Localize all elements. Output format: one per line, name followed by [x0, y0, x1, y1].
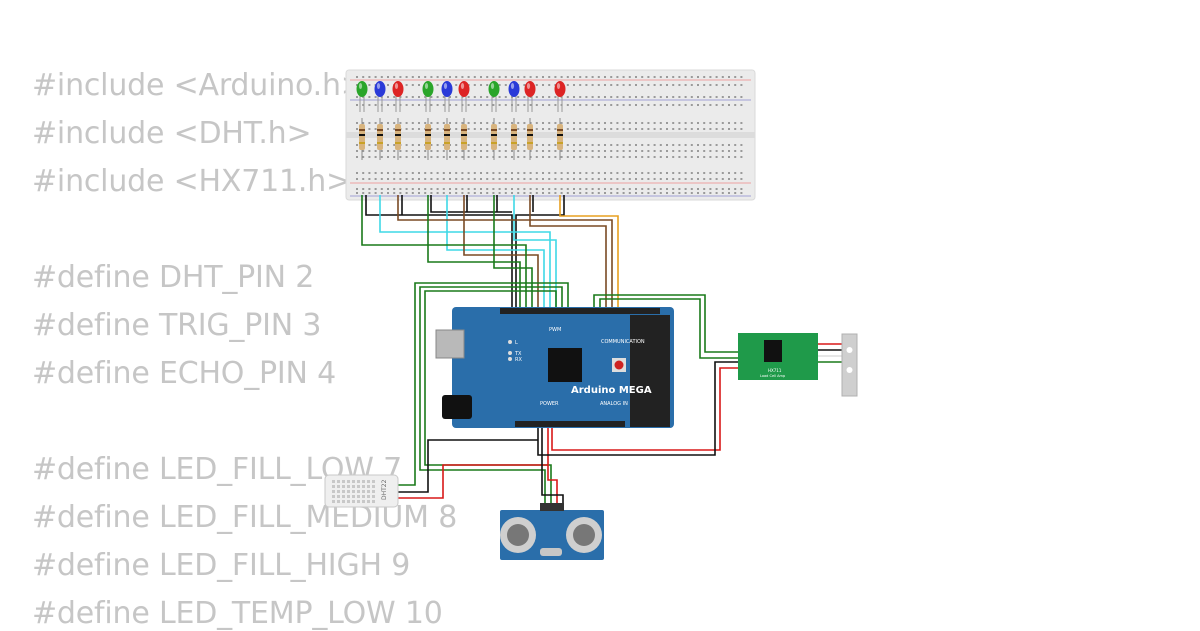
- power-jack-icon: [442, 395, 472, 419]
- dht-label: DHT22: [381, 479, 388, 500]
- hx711-module[interactable]: HX711 Load Cell Amp: [738, 333, 818, 380]
- code-line: #define DHT_PIN 2: [32, 260, 315, 295]
- mcu-chip-icon: [548, 348, 582, 382]
- power-analog-header: [515, 421, 625, 427]
- led-blue: [374, 81, 386, 112]
- hx711-subtitle: Load Cell Amp: [760, 374, 786, 378]
- resistor: [557, 118, 563, 160]
- led-blue: [508, 81, 520, 112]
- code-line: #include <HX711.h>: [32, 164, 351, 199]
- hx711-chip-icon: [764, 340, 782, 362]
- wires: [361, 195, 846, 505]
- resistor: [425, 118, 431, 160]
- led-l-label: L: [515, 340, 518, 346]
- resistor: [377, 118, 383, 160]
- led-green: [488, 81, 500, 112]
- analog-in-label: ANALOG IN: [600, 401, 628, 407]
- resistor: [511, 118, 517, 160]
- code-line: #include <Arduino.h>: [32, 68, 366, 103]
- power-label: POWER: [540, 401, 559, 407]
- resistor-group: [359, 118, 563, 160]
- resistor: [395, 118, 401, 160]
- led-red: [554, 81, 566, 112]
- digital-header: [500, 308, 660, 314]
- led-group: [356, 81, 566, 112]
- resistor: [491, 118, 497, 160]
- resistor: [461, 118, 467, 160]
- breadboard[interactable]: [345, 69, 756, 201]
- led-tx-label: TX: [514, 351, 522, 357]
- code-line: #define TRIG_PIN 3: [32, 308, 322, 343]
- ultrasonic-sensor[interactable]: [500, 503, 604, 560]
- led-red: [392, 81, 404, 112]
- usb-port-icon: [435, 329, 465, 359]
- arduino-mega-board[interactable]: PWM COMMUNICATION POWER ANALOG IN L TX R…: [435, 307, 674, 428]
- led-red: [524, 81, 536, 112]
- code-line: #define ECHO_PIN 4: [32, 356, 337, 391]
- led-green: [422, 81, 434, 112]
- dht22-sensor[interactable]: DHT22: [324, 474, 399, 508]
- board-name: Arduino MEGA: [571, 385, 652, 396]
- resistor: [359, 118, 365, 160]
- resistor: [444, 118, 450, 160]
- breadboard-holes: [356, 76, 743, 194]
- code-line: #include <DHT.h>: [32, 116, 312, 151]
- led-blue: [441, 81, 453, 112]
- code-line: #define LED_TEMP_LOW 10: [32, 596, 443, 631]
- communication-label: COMMUNICATION: [601, 339, 645, 345]
- load-cell[interactable]: [841, 333, 858, 397]
- dht-vent-grid: [332, 480, 375, 503]
- led-rx-label: RX: [515, 357, 522, 363]
- resistor: [527, 118, 533, 160]
- pwm-label: PWM: [549, 327, 561, 333]
- hx711-title: HX711: [768, 368, 782, 373]
- code-line: #define LED_FILL_HIGH 9: [32, 548, 411, 583]
- side-header: [630, 315, 670, 427]
- led-red: [458, 81, 470, 112]
- led-green: [356, 81, 368, 112]
